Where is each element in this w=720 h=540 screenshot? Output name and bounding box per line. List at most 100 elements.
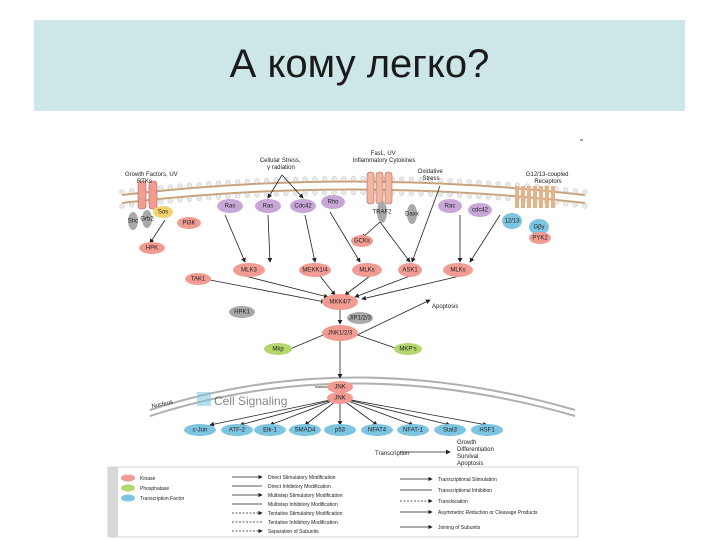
lipid-head	[302, 176, 308, 182]
svg-text:MKP's: MKP's	[399, 347, 416, 353]
svg-text:Sos: Sos	[158, 210, 168, 216]
lipid-head	[582, 189, 588, 195]
legend-item: Separation of Subunits	[232, 528, 319, 535]
transcription-factor-atf-2: ATF-2	[221, 424, 253, 436]
protein-sos: Sos	[153, 206, 173, 218]
lipid-head	[563, 187, 569, 193]
lipid-head	[235, 193, 241, 199]
legend-kinase: Kinase	[121, 474, 156, 482]
lipid-head	[437, 191, 443, 197]
lipid-head	[321, 176, 328, 182]
protein-jnk-nuclear-b: JNK	[327, 392, 353, 404]
label-gpcr: G12/13-coupled Receptors	[526, 172, 570, 185]
protein-hpk: HPK	[139, 242, 165, 254]
svg-text:Mkp: Mkp	[272, 347, 284, 353]
protein-grb2: Grb2	[140, 210, 154, 228]
lipid-head	[457, 178, 463, 184]
protein-g1213: 12/13	[502, 213, 522, 229]
legend-phosphatase: Phosphatase	[121, 484, 169, 492]
legend-item: Direct Inhibitory Modification	[232, 484, 331, 490]
protein-jip: JIP1/2/3	[347, 312, 373, 324]
lipid-head	[254, 192, 260, 198]
lipid-head	[254, 178, 260, 184]
lipid-head	[119, 203, 125, 209]
lipid-head	[312, 190, 318, 196]
svg-text:Multistep Stimulatory Modifica: Multistep Stimulatory Modification	[268, 493, 343, 499]
legend-item: Translocation	[400, 498, 468, 505]
lipid-head	[408, 176, 414, 182]
svg-text:Transcriptional Inhibition: Transcriptional Inhibition	[438, 488, 492, 494]
svg-text:MEKK1/4: MEKK1/4	[302, 268, 328, 274]
svg-text:Stat3: Stat3	[443, 428, 458, 434]
lipid-head	[457, 192, 463, 198]
svg-text:HPK1: HPK1	[234, 310, 250, 316]
legend-item: Direct Stimulatory Modification	[232, 474, 336, 481]
label-transcription: Transcription	[375, 451, 409, 457]
protein-cdc42-2: cdc42	[468, 203, 492, 217]
svg-text:SMAD4: SMAD4	[295, 428, 316, 434]
lipid-head	[418, 191, 424, 197]
protein-mekk14: MEKK1/4	[299, 263, 331, 277]
lipid-head	[157, 185, 164, 191]
svg-text:ASK1: ASK1	[402, 268, 418, 274]
legend-item: Joining of Subunits	[400, 524, 481, 531]
lipid-head	[302, 190, 308, 196]
legend-item: Transcriptional Stimulation	[400, 476, 497, 483]
protein-rac: Rac	[438, 199, 462, 213]
svg-text:Kinase: Kinase	[140, 476, 156, 482]
lipid-head	[215, 180, 222, 186]
lipid-head	[235, 179, 241, 185]
svg-text:Tentative Inhibitory Modificat: Tentative Inhibitory Modification	[268, 520, 338, 526]
label-nucleus: Nucleus	[151, 400, 173, 410]
svg-text:Ras: Ras	[263, 204, 274, 210]
svg-text:MKK4/7: MKK4/7	[329, 300, 351, 306]
lipid-head	[206, 181, 212, 187]
svg-text:JNK1/2/3: JNK1/2/3	[328, 331, 353, 337]
legend-item: Multistep Inhibitory Modification	[232, 502, 338, 508]
lipid-head	[206, 195, 212, 201]
svg-text:Transcriptional Stimulation: Transcriptional Stimulation	[438, 477, 497, 483]
lipid-head	[167, 198, 173, 204]
legend-item: Asymmetric Reduction or Cleavage Product…	[400, 509, 538, 516]
lipid-head	[408, 190, 414, 196]
protein-mkk47: MKK4/7	[322, 294, 358, 310]
protein-pyk2: PYK2	[529, 232, 551, 244]
svg-text:MLKs: MLKs	[450, 268, 465, 274]
cell-membrane	[119, 175, 588, 209]
lipid-head	[572, 188, 578, 194]
lipid-head	[129, 188, 135, 194]
lipid-head	[428, 177, 434, 183]
svg-text:Gβγ: Gβγ	[533, 225, 544, 231]
lipid-head	[428, 191, 434, 197]
svg-text:c-Jun: c-Jun	[193, 428, 208, 434]
lipid-head	[244, 192, 250, 198]
lipid-head	[215, 194, 222, 200]
lipid-head	[418, 177, 424, 183]
protein-gcks: GCKs	[351, 235, 373, 247]
label-fasl: FasL, UV Inflammatory Cytokines	[353, 151, 416, 164]
svg-text:Phosphatase: Phosphatase	[140, 486, 169, 492]
lipid-head	[350, 189, 357, 196]
svg-text:JNK: JNK	[334, 396, 345, 402]
lipid-head	[312, 176, 318, 182]
lipid-head	[264, 177, 270, 183]
lipid-head	[495, 195, 501, 201]
svg-text:Joining of Subunits: Joining of Subunits	[438, 525, 481, 531]
lipid-head	[293, 190, 299, 196]
transcription-factor-smad4: SMAD4	[289, 424, 321, 436]
lipid-head	[273, 191, 279, 197]
svg-text:HPK: HPK	[146, 246, 158, 252]
protein-mlk-left: MLK3	[233, 263, 265, 277]
svg-text:Ras: Ras	[225, 204, 236, 210]
protein-hpk1: HPK1	[229, 306, 255, 318]
svg-text:Rho: Rho	[327, 200, 339, 206]
svg-text:Grb2: Grb2	[140, 217, 154, 223]
svg-text:Rac: Rac	[445, 204, 456, 210]
lipid-head	[196, 181, 202, 188]
svg-text:MLK3: MLK3	[241, 268, 257, 274]
svg-text:HSF1: HSF1	[479, 428, 495, 434]
svg-text:Separation of Subunits: Separation of Subunits	[268, 529, 319, 535]
label-cellular-stress: Cellular Stress, γ radiation	[260, 158, 302, 171]
protein-cdc42: Cdc42	[290, 199, 316, 213]
svg-text:p53: p53	[335, 428, 346, 434]
